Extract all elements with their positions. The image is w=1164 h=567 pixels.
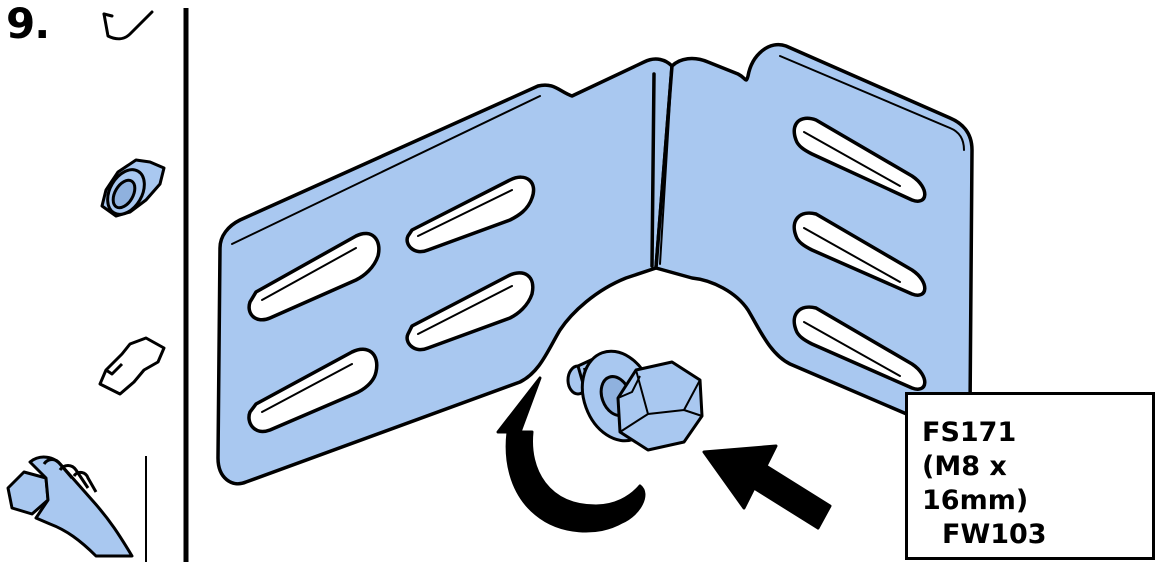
bolt-assembly [566, 349, 704, 452]
part-code: FS171 [922, 417, 1017, 448]
angle-bracket [216, 42, 974, 486]
hardware-callout: FS171 (M8 x 16mm) FW103 [905, 392, 1155, 560]
keyhole-slot-empty-icon [98, 336, 166, 396]
hook-slot-icon [102, 10, 154, 41]
hand-tighten-icon [6, 455, 134, 558]
bolt-size-line2: 16mm) [922, 485, 1029, 516]
washer-code: FW103 [942, 519, 1047, 550]
keyhole-slot-with-bolt-icon [100, 158, 166, 218]
push-arrow-icon [702, 444, 832, 530]
step-number: 9. [6, 0, 50, 48]
rotate-arrow-icon [496, 376, 646, 533]
bolt-size-line1: (M8 x [922, 451, 1007, 482]
